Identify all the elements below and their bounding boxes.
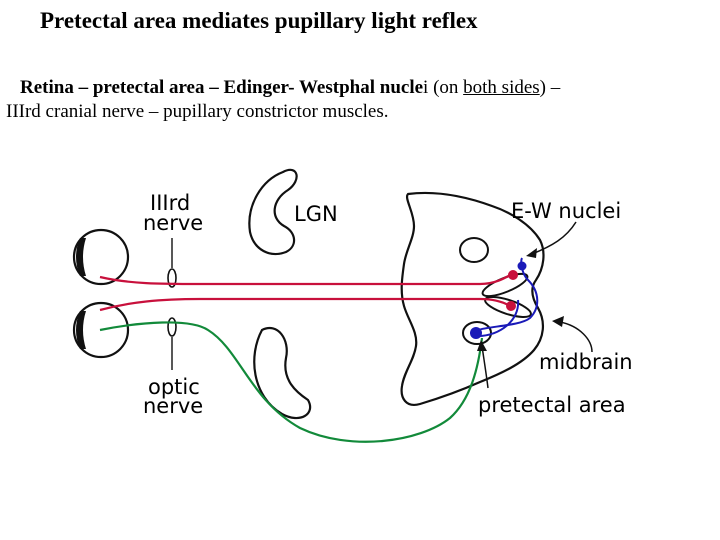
label-optic-nerve-line-1: optic (148, 375, 200, 399)
green-pathway (99, 321, 484, 443)
pathway-line-2: IIIrd cranial nerve – pupillary constric… (6, 101, 389, 122)
text-dash-1: – (73, 77, 93, 98)
midbrain-arrow (552, 316, 593, 353)
text-on: (on (428, 77, 464, 98)
ew-nuclei-arrow (526, 221, 577, 258)
ew-nucleus-dot-top (508, 270, 518, 280)
text-both-sides: both sides (463, 77, 540, 98)
lower-nucleus-shape (253, 327, 312, 420)
text-close: ) – (539, 77, 561, 98)
pathway-line-1: Retina – pretectal area – Edinger- Westp… (6, 76, 718, 100)
eye-top (72, 228, 130, 286)
slide-title: Pretectal area mediates pupillary light … (40, 8, 478, 33)
label-pretectal-area: pretectal area (478, 393, 626, 417)
red-pathway-bottom (99, 297, 511, 312)
text-ew: Edinger- Westphal nucle (223, 77, 424, 98)
inner-nucleus-top (459, 237, 489, 263)
text-retina: Retina (20, 77, 74, 98)
label-optic-nerve-line-2: nerve (143, 394, 203, 418)
blue-pathway-2 (477, 299, 520, 337)
text-dash-2: – (204, 77, 224, 98)
ew-nucleus-dot-bottom (506, 301, 516, 311)
optic-nerve-marker (167, 317, 177, 337)
lgn-shape (248, 168, 298, 256)
third-nerve-marker (167, 268, 177, 288)
red-pathway-top (99, 273, 513, 286)
label-lgn: LGN (294, 202, 338, 226)
pathway-description: Retina – pretectal area – Edinger- Westp… (6, 76, 718, 124)
text-pretectal: pretectal area (92, 77, 205, 98)
pretectal-arrow (477, 340, 489, 389)
blue-dot-ew (517, 261, 527, 271)
label-third-nerve-line-1: IIIrd (150, 191, 190, 215)
label-ew-nuclei: E-W nuclei (511, 199, 621, 223)
label-midbrain: midbrain (539, 350, 633, 374)
label-third-nerve-line-2: nerve (143, 211, 203, 235)
text-i: i (423, 77, 429, 98)
